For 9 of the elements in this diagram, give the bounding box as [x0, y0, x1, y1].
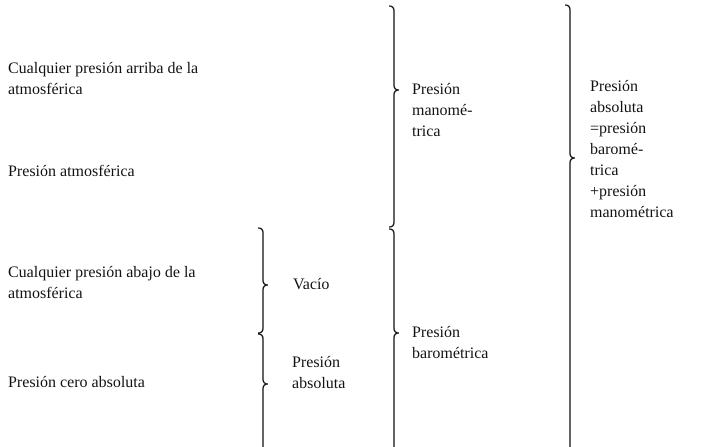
label-text: Presión cero absoluta [8, 373, 146, 393]
label-text: Cualquier presión arriba de la atmosférica [8, 59, 200, 100]
label-text: Vacío [293, 275, 330, 295]
label-text: Presión absoluta [292, 353, 346, 394]
label-text: Presión atmosférica [8, 162, 136, 182]
label-text: Presión absoluta =presión baromé- trica +presión manométrica [590, 77, 674, 223]
label-text: Cualquier presión abajo de la atmosférica [8, 263, 196, 304]
label-text: Presión manomé- trica [412, 80, 472, 142]
label-text: Presión barométrica [412, 323, 488, 364]
